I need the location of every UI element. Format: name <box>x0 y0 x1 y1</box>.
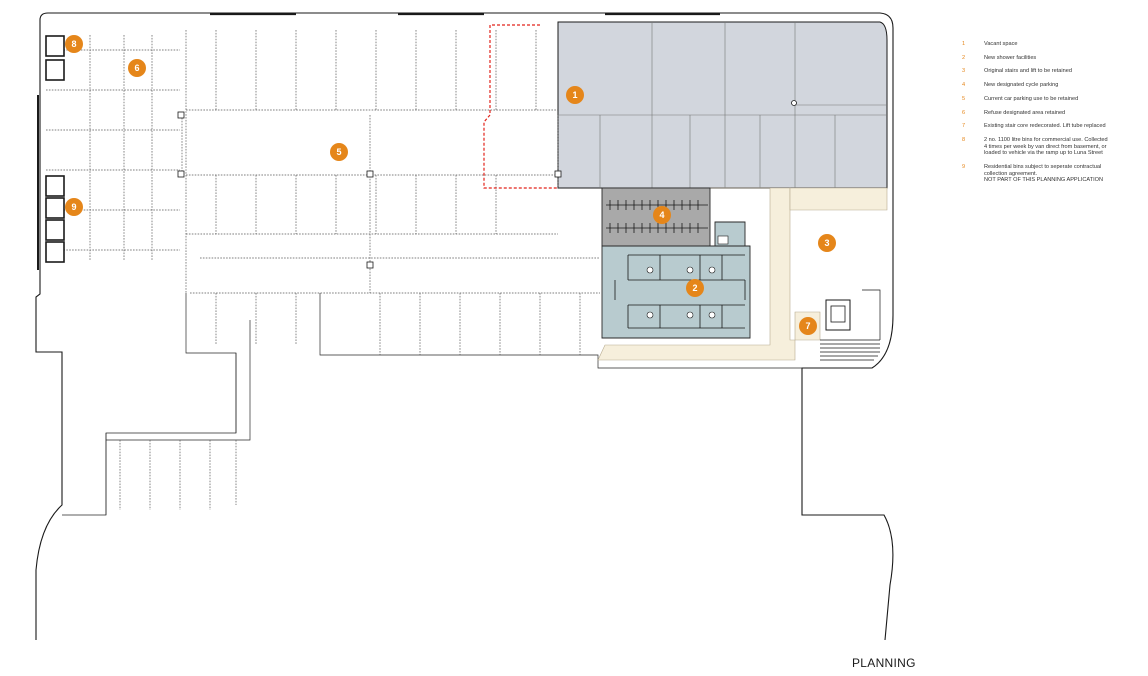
svg-text:7: 7 <box>805 321 810 331</box>
circulation-east <box>789 187 888 211</box>
svg-text:4: 4 <box>659 210 664 220</box>
commercial-bin <box>45 35 65 57</box>
building-outline <box>35 12 894 641</box>
legend-number: 2 <box>962 54 966 61</box>
legend-item: 5 Current car parking use to be retained <box>962 96 1148 103</box>
shower-cubicles <box>614 254 746 329</box>
legend-text: New shower facilities <box>984 54 1037 61</box>
circulation-area <box>597 187 821 361</box>
marker-4: 4 <box>653 206 671 224</box>
marker-6: 6 <box>128 59 146 77</box>
plan-legend: 1 Vacant space 2 New shower facilities 3 Or… <box>962 41 1148 191</box>
svg-text:5: 5 <box>336 147 341 157</box>
legend-item: 9 Residential bins subject to seperate co… <box>962 164 1148 184</box>
legend-item: 1 Vacant space <box>962 41 1148 48</box>
legend-item: 6 Refuse designated area retained <box>962 110 1148 117</box>
stair-treads <box>820 289 881 361</box>
legend-item: 3 Original stairs and lift to be retained <box>962 68 1148 75</box>
legend-text: Refuse designated area retained <box>984 109 1066 116</box>
legend-text: Current car parking use to be retained <box>984 95 1079 102</box>
legend-number: 7 <box>962 123 966 130</box>
svg-text:3: 3 <box>824 238 829 248</box>
legend-item: 7 Existing stair core redecorated. Lift t… <box>962 123 1148 130</box>
legend-text: Original stairs and lift to be retained <box>984 68 1072 75</box>
marker-5: 5 <box>330 143 348 161</box>
legend-number: 9 <box>962 164 966 171</box>
residential-bin <box>45 175 65 197</box>
shower-fixtures <box>646 235 729 319</box>
legend-number: 1 <box>962 41 966 47</box>
marker-3: 3 <box>818 234 836 252</box>
legend-text: Vacant space <box>984 41 1018 47</box>
marker-1: 1 <box>566 86 584 104</box>
marker-9: 9 <box>65 198 83 216</box>
commercial-bin <box>45 59 65 81</box>
legend-item: 8 2 no. 1100 litre bins for commercial us… <box>962 137 1148 157</box>
marker-2: 2 <box>686 279 704 297</box>
residential-bin <box>45 197 65 219</box>
cycle-racks <box>606 200 708 233</box>
parking-bays <box>46 30 600 510</box>
marker-7: 7 <box>799 317 817 335</box>
svg-text:2: 2 <box>692 283 697 293</box>
lift-car <box>830 305 846 323</box>
application-boundary <box>483 24 558 189</box>
svg-text:8: 8 <box>71 39 76 49</box>
vacant-space-area <box>557 21 888 189</box>
legend-text: Residential bins subject to seperate con… <box>984 164 1104 184</box>
svg-text:9: 9 <box>71 202 76 212</box>
residential-bin <box>45 219 65 241</box>
marker-8: 8 <box>65 35 83 53</box>
svg-text:6: 6 <box>134 63 139 73</box>
planning-stage-label: PLANNING <box>852 656 916 670</box>
legend-number: 6 <box>962 109 966 116</box>
residential-bin <box>45 241 65 263</box>
lift-shaft <box>825 299 851 331</box>
svg-text:1: 1 <box>572 90 577 100</box>
legend-number: 8 <box>962 136 966 143</box>
ramp-wall <box>105 320 251 515</box>
legend-text: Existing stair core redecorated. Lift tu… <box>984 123 1106 130</box>
legend-number: 3 <box>962 68 966 75</box>
legend-text: New designated cycle parking <box>984 82 1059 89</box>
legend-item: 4 New designated cycle parking <box>962 82 1148 89</box>
legend-number: 4 <box>962 82 966 89</box>
legend-number: 5 <box>962 95 966 102</box>
legend-text: 2 no. 1100 litre bins for commercial use… <box>984 136 1108 157</box>
legend-item: 2 New shower facilities <box>962 55 1148 62</box>
structural-columns <box>177 100 797 269</box>
